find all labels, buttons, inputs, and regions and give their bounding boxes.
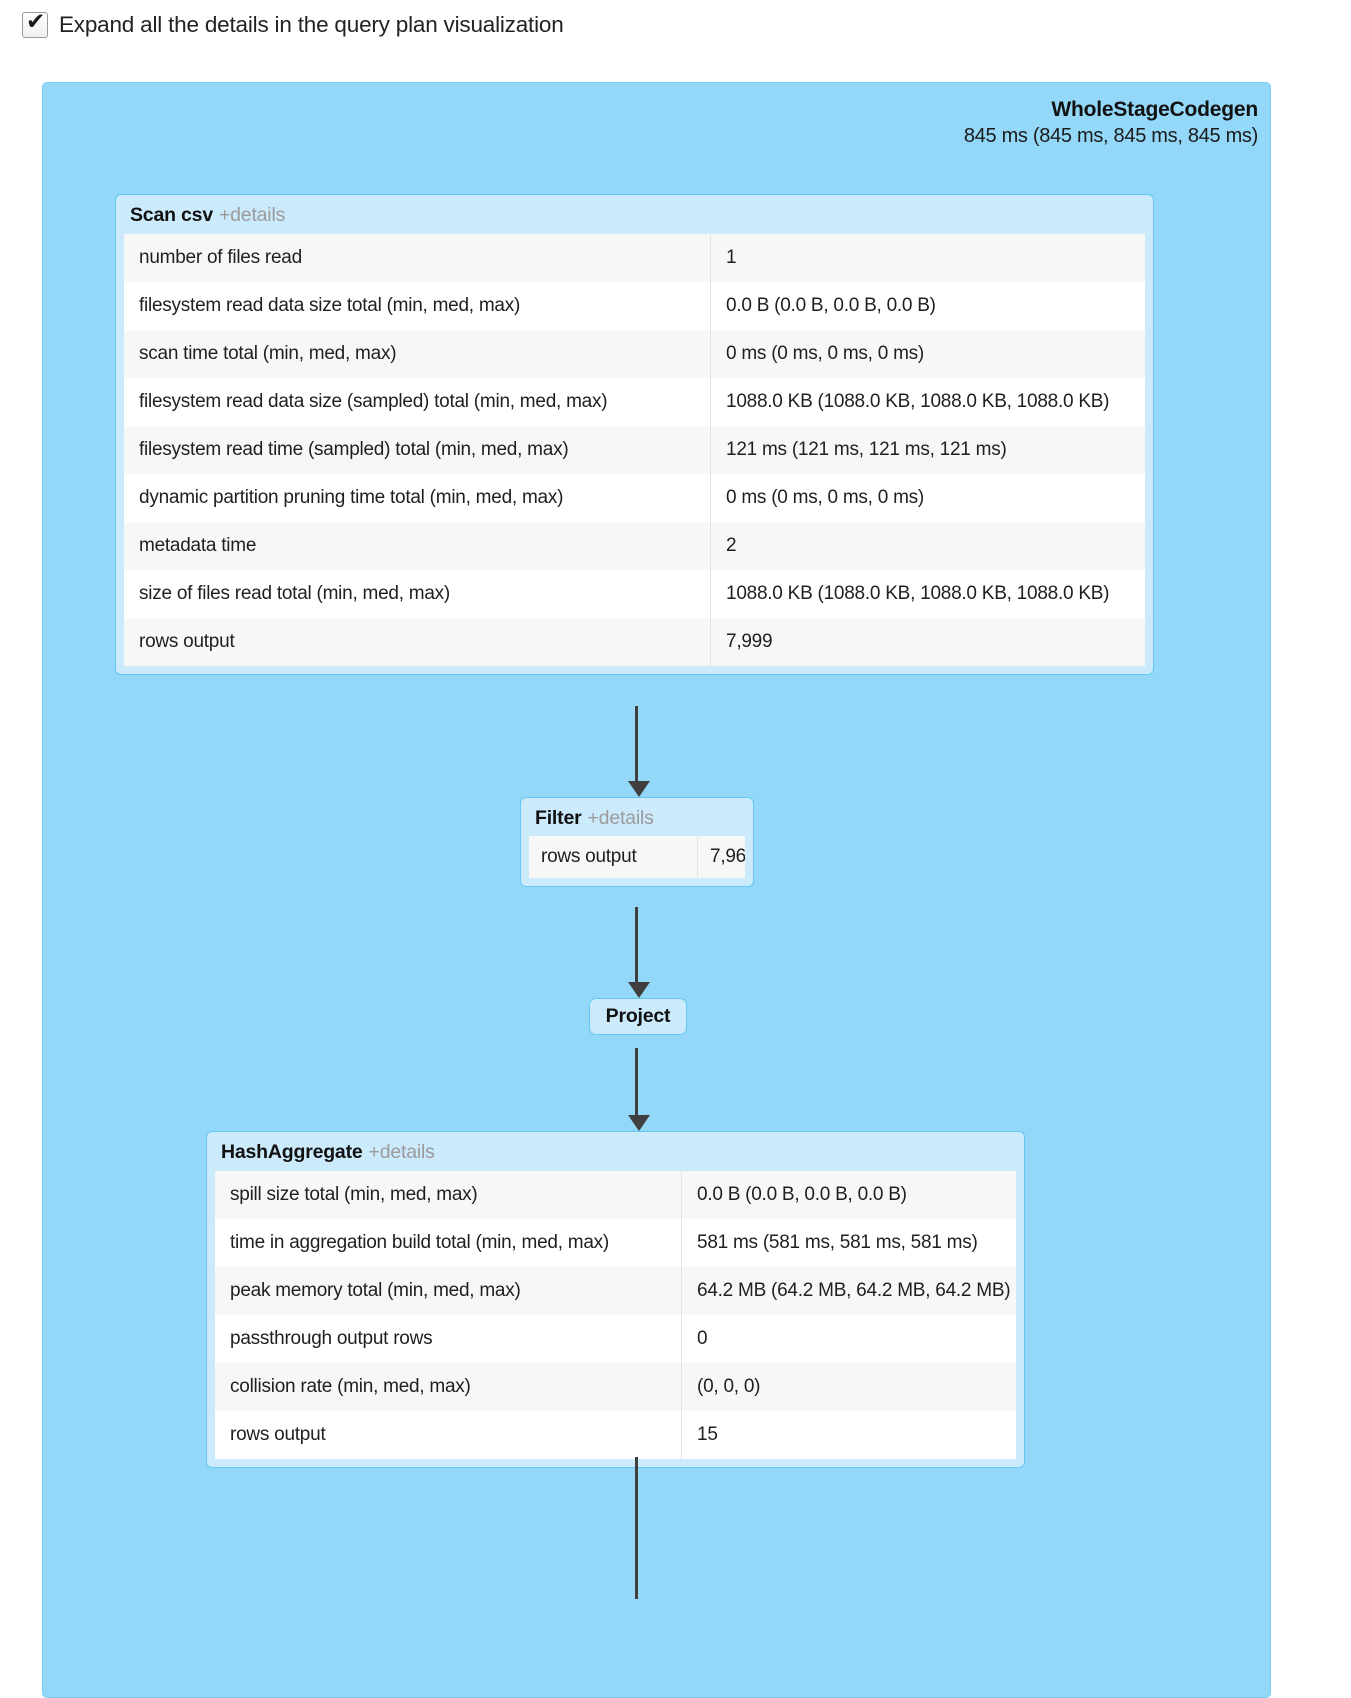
wholestagecodegen-title: WholeStageCodegen — [1051, 98, 1258, 121]
expand-details-row[interactable]: ✔ Expand all the details in the query pl… — [22, 9, 564, 38]
table-row: rows output 15 — [215, 1411, 1016, 1459]
metric-key: filesystem read data size (sampled) tota… — [124, 378, 711, 426]
metric-value: 0 — [681, 1315, 1016, 1363]
hashaggregate-metrics-table: spill size total (min, med, max) 0.0 B (… — [215, 1171, 1016, 1459]
metric-value: 2 — [710, 522, 1145, 570]
metric-value: 7,999 — [710, 618, 1145, 666]
metric-key: size of files read total (min, med, max) — [124, 570, 711, 618]
metric-key: spill size total (min, med, max) — [215, 1171, 682, 1219]
filter-details-link[interactable]: +details — [587, 807, 654, 829]
metric-key: scan time total (min, med, max) — [124, 330, 711, 378]
table-row: filesystem read data size (sampled) tota… — [124, 378, 1145, 426]
filter-title: Filter+details — [529, 806, 745, 836]
edge-filter-to-project — [628, 907, 650, 998]
table-row: collision rate (min, med, max) (0, 0, 0) — [215, 1363, 1016, 1411]
table-row: metadata time 2 — [124, 522, 1145, 570]
metric-key: rows output — [124, 618, 711, 666]
metric-key: dynamic partition pruning time total (mi… — [124, 474, 711, 522]
metric-key: peak memory total (min, med, max) — [215, 1267, 682, 1315]
metric-value: 121 ms (121 ms, 121 ms, 121 ms) — [710, 426, 1145, 474]
hashaggregate-details-link[interactable]: +details — [368, 1141, 435, 1163]
table-row: rows output 7,999 — [124, 618, 1145, 666]
metric-key: metadata time — [124, 522, 711, 570]
metric-key: rows output — [215, 1411, 682, 1459]
metric-value: 0 ms (0 ms, 0 ms, 0 ms) — [710, 474, 1145, 522]
metric-key: number of files read — [124, 234, 711, 282]
plan-node-project[interactable]: Project — [589, 998, 687, 1035]
metric-value: 7,961 — [697, 836, 745, 878]
table-row: number of files read 1 — [124, 234, 1145, 282]
expand-details-label: Expand all the details in the query plan… — [59, 12, 564, 37]
metric-value: 1088.0 KB (1088.0 KB, 1088.0 KB, 1088.0 … — [710, 378, 1145, 426]
metric-key: rows output — [529, 836, 698, 878]
metric-key: filesystem read time (sampled) total (mi… — [124, 426, 711, 474]
table-row: rows output 7,961 — [529, 836, 745, 878]
filter-name: Filter — [535, 807, 582, 829]
edge-hashaggregate-downstream — [635, 1457, 638, 1599]
table-row: peak memory total (min, med, max) 64.2 M… — [215, 1267, 1016, 1315]
metric-value: 1088.0 KB (1088.0 KB, 1088.0 KB, 1088.0 … — [710, 570, 1145, 618]
edge-project-to-hashaggregate — [628, 1048, 650, 1131]
metric-value: (0, 0, 0) — [681, 1363, 1016, 1411]
hashaggregate-title: HashAggregate+details — [215, 1140, 1016, 1171]
wholestagecodegen-duration: 845 ms (845 ms, 845 ms, 845 ms) — [963, 124, 1258, 147]
plan-node-hashaggregate[interactable]: HashAggregate+details spill size total (… — [206, 1131, 1025, 1468]
table-row: dynamic partition pruning time total (mi… — [124, 474, 1145, 522]
hashaggregate-name: HashAggregate — [221, 1141, 363, 1163]
table-row: passthrough output rows 0 — [215, 1315, 1016, 1363]
metric-key: time in aggregation build total (min, me… — [215, 1219, 682, 1267]
metric-key: filesystem read data size total (min, me… — [124, 282, 711, 330]
metric-value: 0.0 B (0.0 B, 0.0 B, 0.0 B) — [710, 282, 1145, 330]
project-name: Project — [605, 1005, 671, 1027]
expand-details-checkbox[interactable]: ✔ — [22, 9, 48, 38]
plan-node-scan-csv[interactable]: Scan csv+details number of files read 1 … — [115, 194, 1154, 675]
metric-key: passthrough output rows — [215, 1315, 682, 1363]
checkmark-icon: ✔ — [26, 9, 46, 35]
metric-value: 0.0 B (0.0 B, 0.0 B, 0.0 B) — [681, 1171, 1016, 1219]
wholestagecodegen-node[interactable]: WholeStageCodegen 845 ms (845 ms, 845 ms… — [42, 82, 1271, 1698]
wholestagecodegen-header: WholeStageCodegen 845 ms (845 ms, 845 ms… — [964, 97, 1258, 149]
edge-scan-to-filter — [628, 706, 650, 797]
metric-value: 0 ms (0 ms, 0 ms, 0 ms) — [710, 330, 1145, 378]
scan-csv-title: Scan csv+details — [124, 203, 1145, 234]
scan-csv-metrics-table: number of files read 1 filesystem read d… — [124, 234, 1145, 666]
table-row: filesystem read data size total (min, me… — [124, 282, 1145, 330]
metric-key: collision rate (min, med, max) — [215, 1363, 682, 1411]
table-row: filesystem read time (sampled) total (mi… — [124, 426, 1145, 474]
project-title: Project — [600, 1005, 676, 1028]
scan-csv-details-link[interactable]: +details — [218, 204, 286, 226]
table-row: size of files read total (min, med, max)… — [124, 570, 1145, 618]
table-row: scan time total (min, med, max) 0 ms (0 … — [124, 330, 1145, 378]
metric-value: 15 — [681, 1411, 1016, 1459]
metric-value: 581 ms (581 ms, 581 ms, 581 ms) — [681, 1219, 1016, 1267]
plan-node-filter[interactable]: Filter+details rows output 7,961 — [520, 797, 754, 887]
metric-value: 64.2 MB (64.2 MB, 64.2 MB, 64.2 MB) — [681, 1267, 1016, 1315]
filter-metrics-table: rows output 7,961 — [529, 836, 745, 878]
scan-csv-name: Scan csv — [130, 204, 213, 226]
metric-value: 1 — [710, 234, 1145, 282]
table-row: spill size total (min, med, max) 0.0 B (… — [215, 1171, 1016, 1219]
table-row: time in aggregation build total (min, me… — [215, 1219, 1016, 1267]
